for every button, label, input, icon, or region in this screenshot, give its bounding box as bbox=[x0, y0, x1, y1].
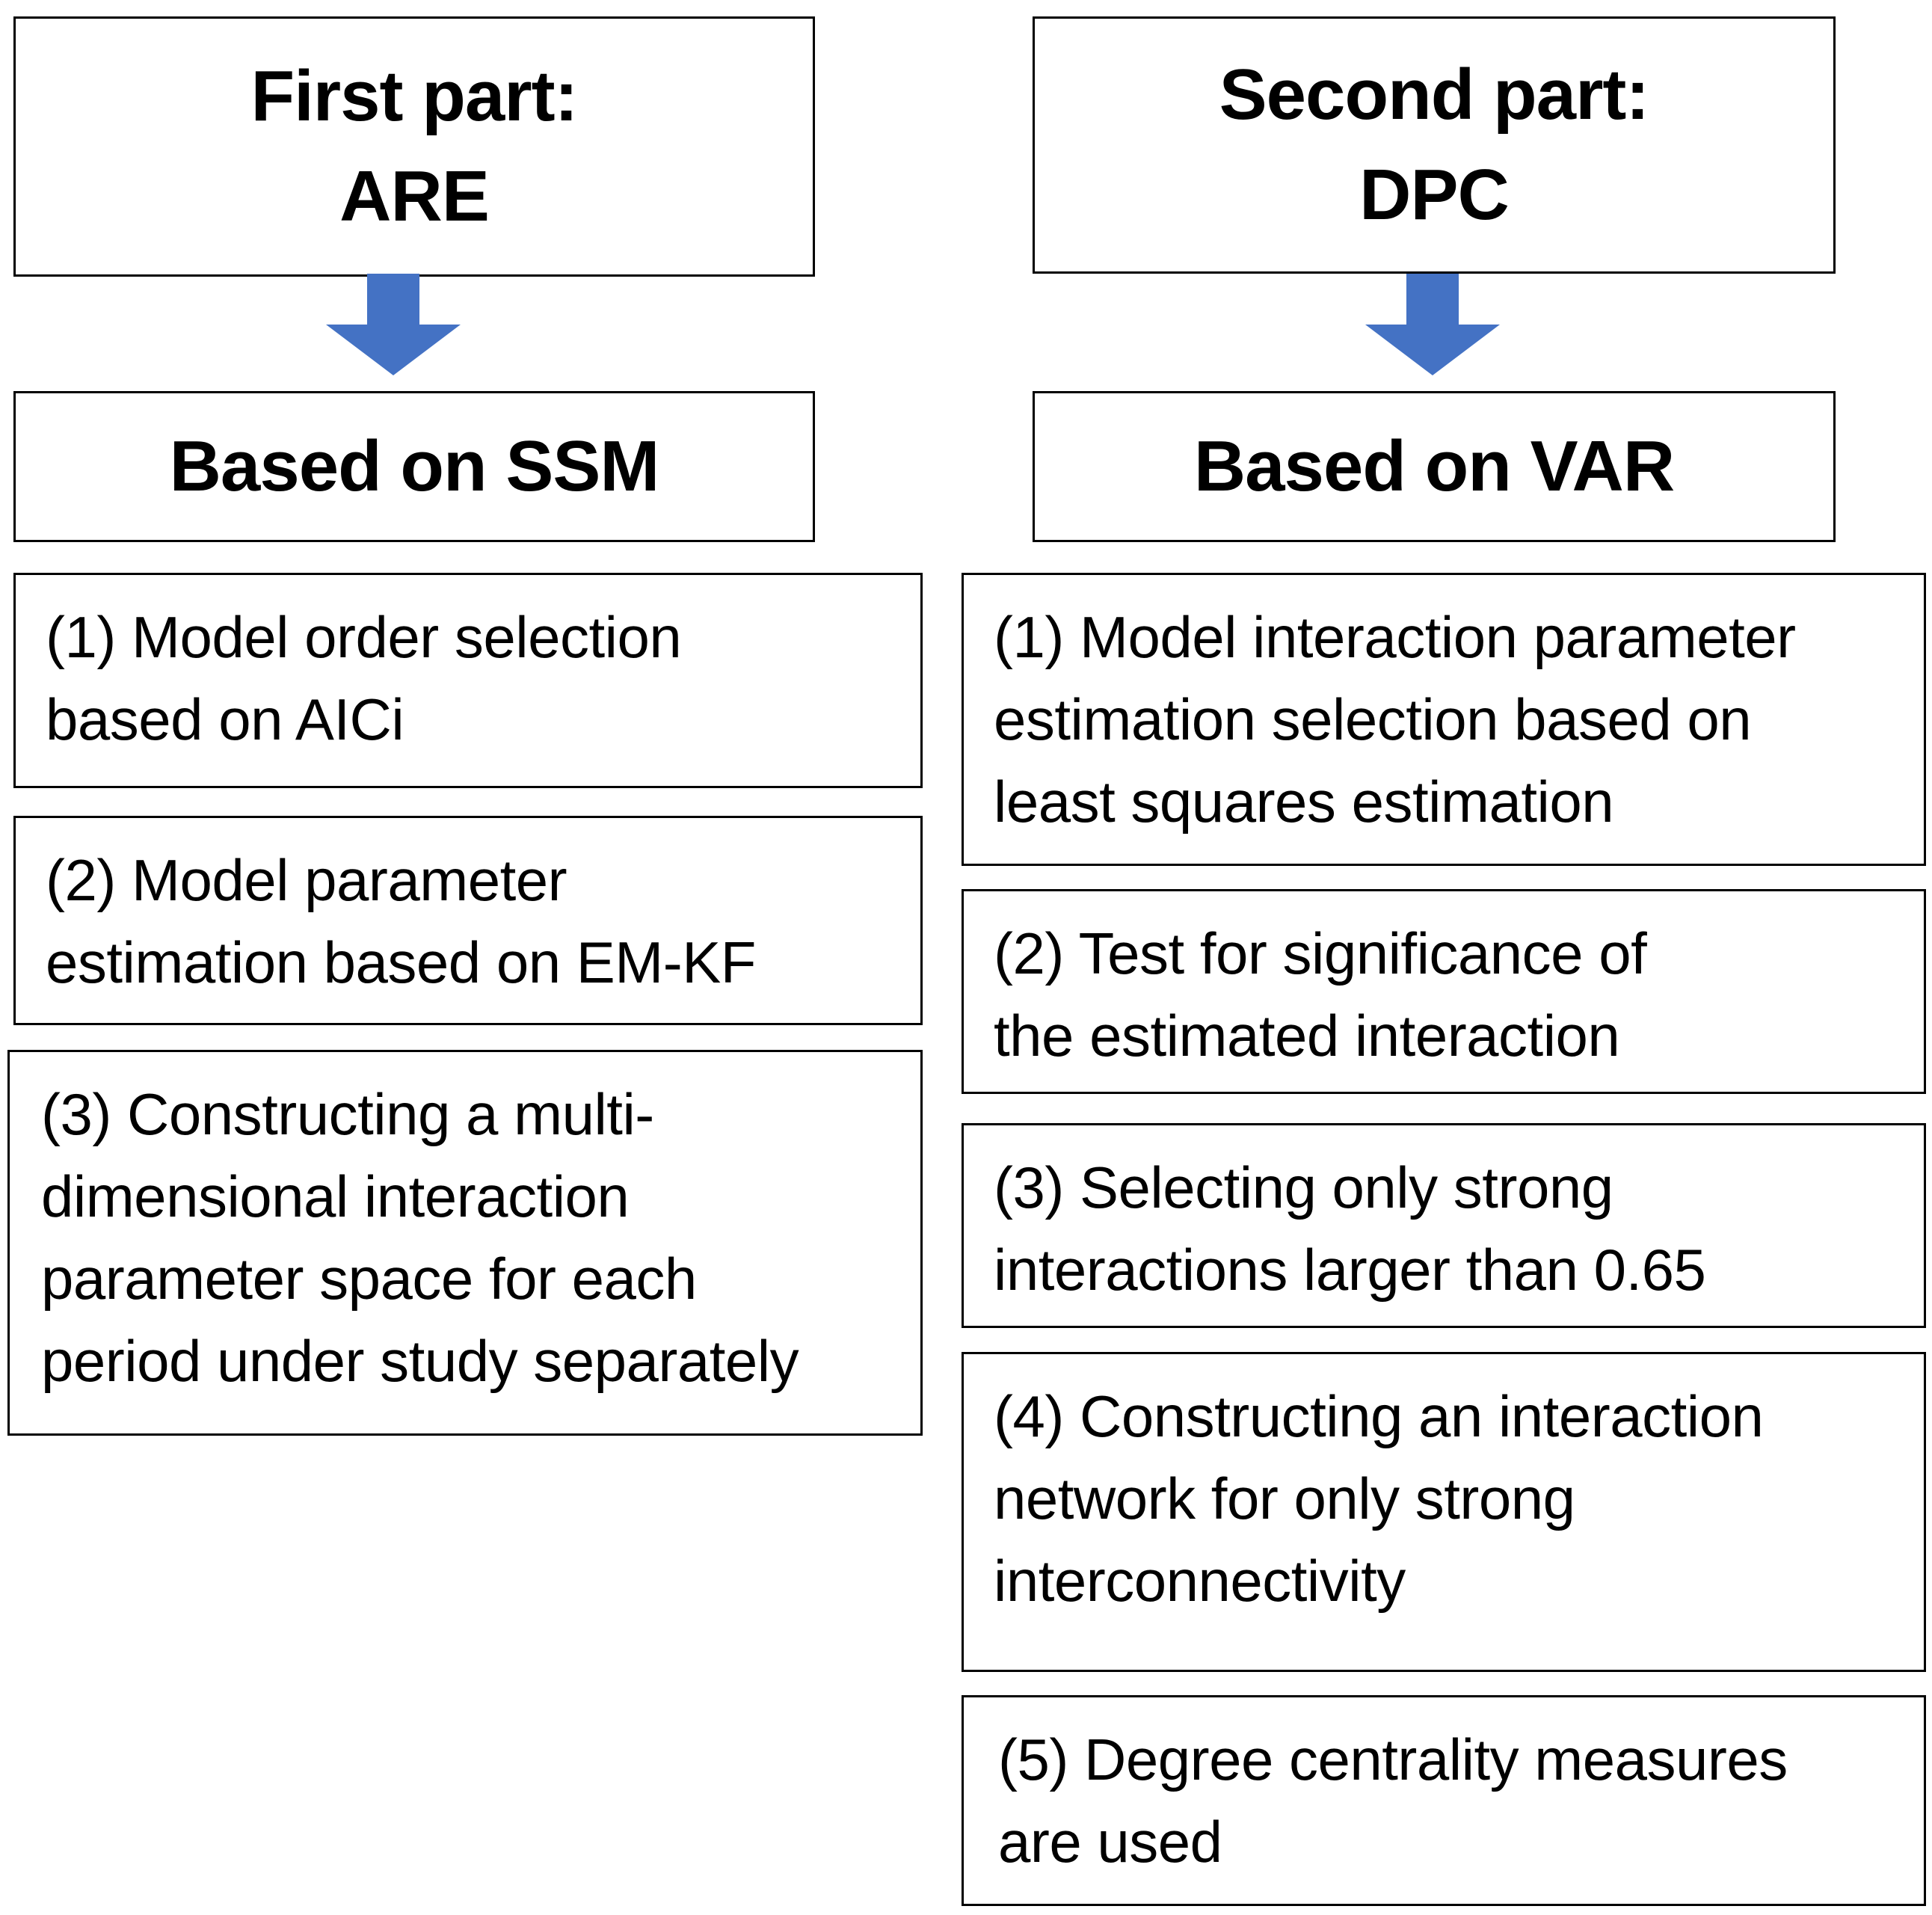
left-title-line2: ARE bbox=[339, 156, 490, 236]
right-step-4: (4) Constructing an interaction network … bbox=[962, 1352, 1926, 1672]
left-basis-label: Based on SSM bbox=[169, 426, 660, 506]
right-basis-box: Based on VAR bbox=[1033, 391, 1836, 542]
right-step-3: (3) Selecting only strong interactions l… bbox=[962, 1123, 1926, 1328]
right-down-arrow-icon bbox=[1358, 274, 1507, 378]
right-title-line2: DPC bbox=[1359, 155, 1510, 235]
left-title-box: First part: ARE bbox=[13, 16, 815, 277]
left-step-3: (3) Constructing a multi- dimensional in… bbox=[7, 1050, 923, 1436]
right-step-5: (5) Degree centrality measures are used bbox=[962, 1695, 1926, 1906]
left-down-arrow-icon bbox=[319, 274, 468, 378]
right-title-line1: Second part: bbox=[1219, 55, 1650, 135]
left-step-2: (2) Model parameter estimation based on … bbox=[13, 816, 923, 1025]
left-title-line1: First part: bbox=[250, 56, 578, 136]
right-title-box: Second part: DPC bbox=[1033, 16, 1836, 274]
right-basis-label: Based on VAR bbox=[1193, 426, 1675, 506]
right-step-1: (1) Model interaction parameter estimati… bbox=[962, 573, 1926, 866]
right-step-2: (2) Test for significance of the estimat… bbox=[962, 889, 1926, 1094]
left-step-1: (1) Model order selection based on AICi bbox=[13, 573, 923, 788]
left-basis-box: Based on SSM bbox=[13, 391, 815, 542]
